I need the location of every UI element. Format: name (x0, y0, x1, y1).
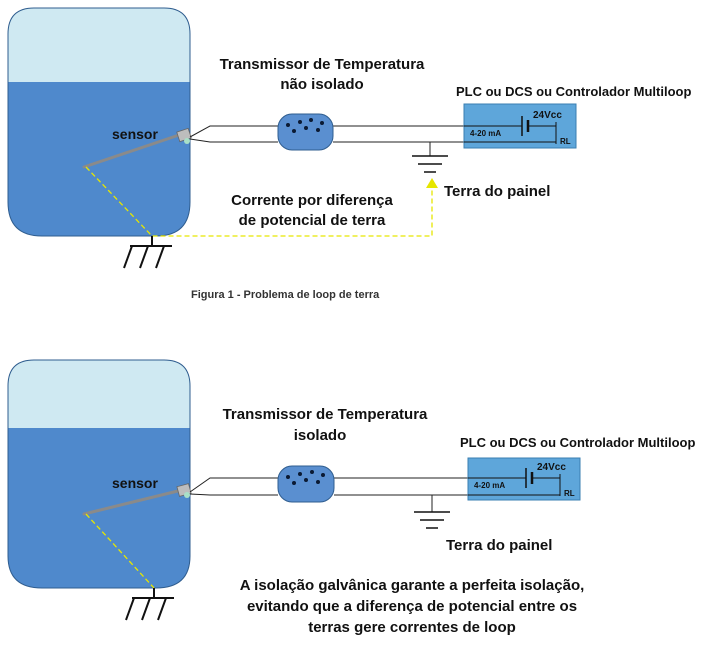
transmitter-subtitle-2: isolado (294, 427, 347, 444)
tank-2-outline (7, 359, 191, 589)
figure-caption: Figura 1 - Problema de loop de terra (191, 289, 380, 301)
plc-current-1: 4-20 mA (470, 129, 501, 138)
plc-current-2: 4-20 mA (474, 481, 505, 490)
current-note-1: Corrente por diferença (231, 192, 393, 209)
plc-box-1 (463, 103, 577, 149)
diagram-2: sensor (7, 359, 695, 636)
panel-ground-2 (414, 511, 450, 529)
diagram-1: sensor (7, 7, 691, 301)
plc-title-2: PLC ou DCS ou Controlador Multiloop (460, 435, 695, 450)
loop-wires-1 (189, 125, 464, 156)
plc-voltage-1: 24Vcc (533, 110, 562, 121)
transmitter-title-1: Transmissor de Temperatura (220, 56, 425, 73)
panel-ground-1 (412, 155, 448, 173)
tank-2-water (8, 428, 190, 588)
isolation-note-2: evitando que a diferença de potencial en… (247, 598, 577, 615)
sensor-label-1: sensor (112, 126, 158, 142)
loop-wires-2 (189, 477, 468, 512)
tank-1-outline (7, 7, 191, 237)
ground-current-path (85, 166, 433, 237)
tank-2 (7, 359, 191, 589)
sensor-probe-2 (82, 488, 184, 516)
isolation-note-1: A isolação galvânica garante a perfeita … (240, 577, 585, 594)
current-note-2: de potencial de terra (239, 212, 386, 229)
ground-current-arrow (426, 178, 438, 188)
plc-voltage-2: 24Vcc (537, 462, 566, 473)
sensor-label-2: sensor (112, 475, 158, 491)
tank-ground-2 (125, 588, 174, 621)
plc-box-2 (467, 457, 581, 501)
transmitter-1 (277, 113, 334, 151)
panel-ground-label-1: Terra do painel (444, 183, 550, 200)
ground-path-2 (85, 513, 155, 589)
tank-1-air (8, 8, 190, 82)
transmitter-2 (277, 465, 335, 503)
isolation-note-3: terras gere correntes de loop (308, 619, 516, 636)
sensor-terminal-2 (184, 492, 190, 498)
tank-1-water (8, 82, 190, 236)
panel-ground-label-2: Terra do painel (446, 537, 552, 554)
tank-2-air (8, 360, 190, 428)
plc-resistor-1: RL (560, 137, 571, 146)
plc-resistor-2: RL (564, 489, 575, 498)
transmitter-title-2: Transmissor de Temperatura (223, 406, 428, 423)
transmitter-subtitle-1: não isolado (280, 76, 363, 93)
sensor-probe-1 (82, 132, 184, 169)
plc-title-1: PLC ou DCS ou Controlador Multiloop (456, 84, 691, 99)
tank-1 (7, 7, 191, 237)
tank-ground-1 (123, 236, 172, 269)
sensor-terminal-1 (184, 138, 190, 144)
